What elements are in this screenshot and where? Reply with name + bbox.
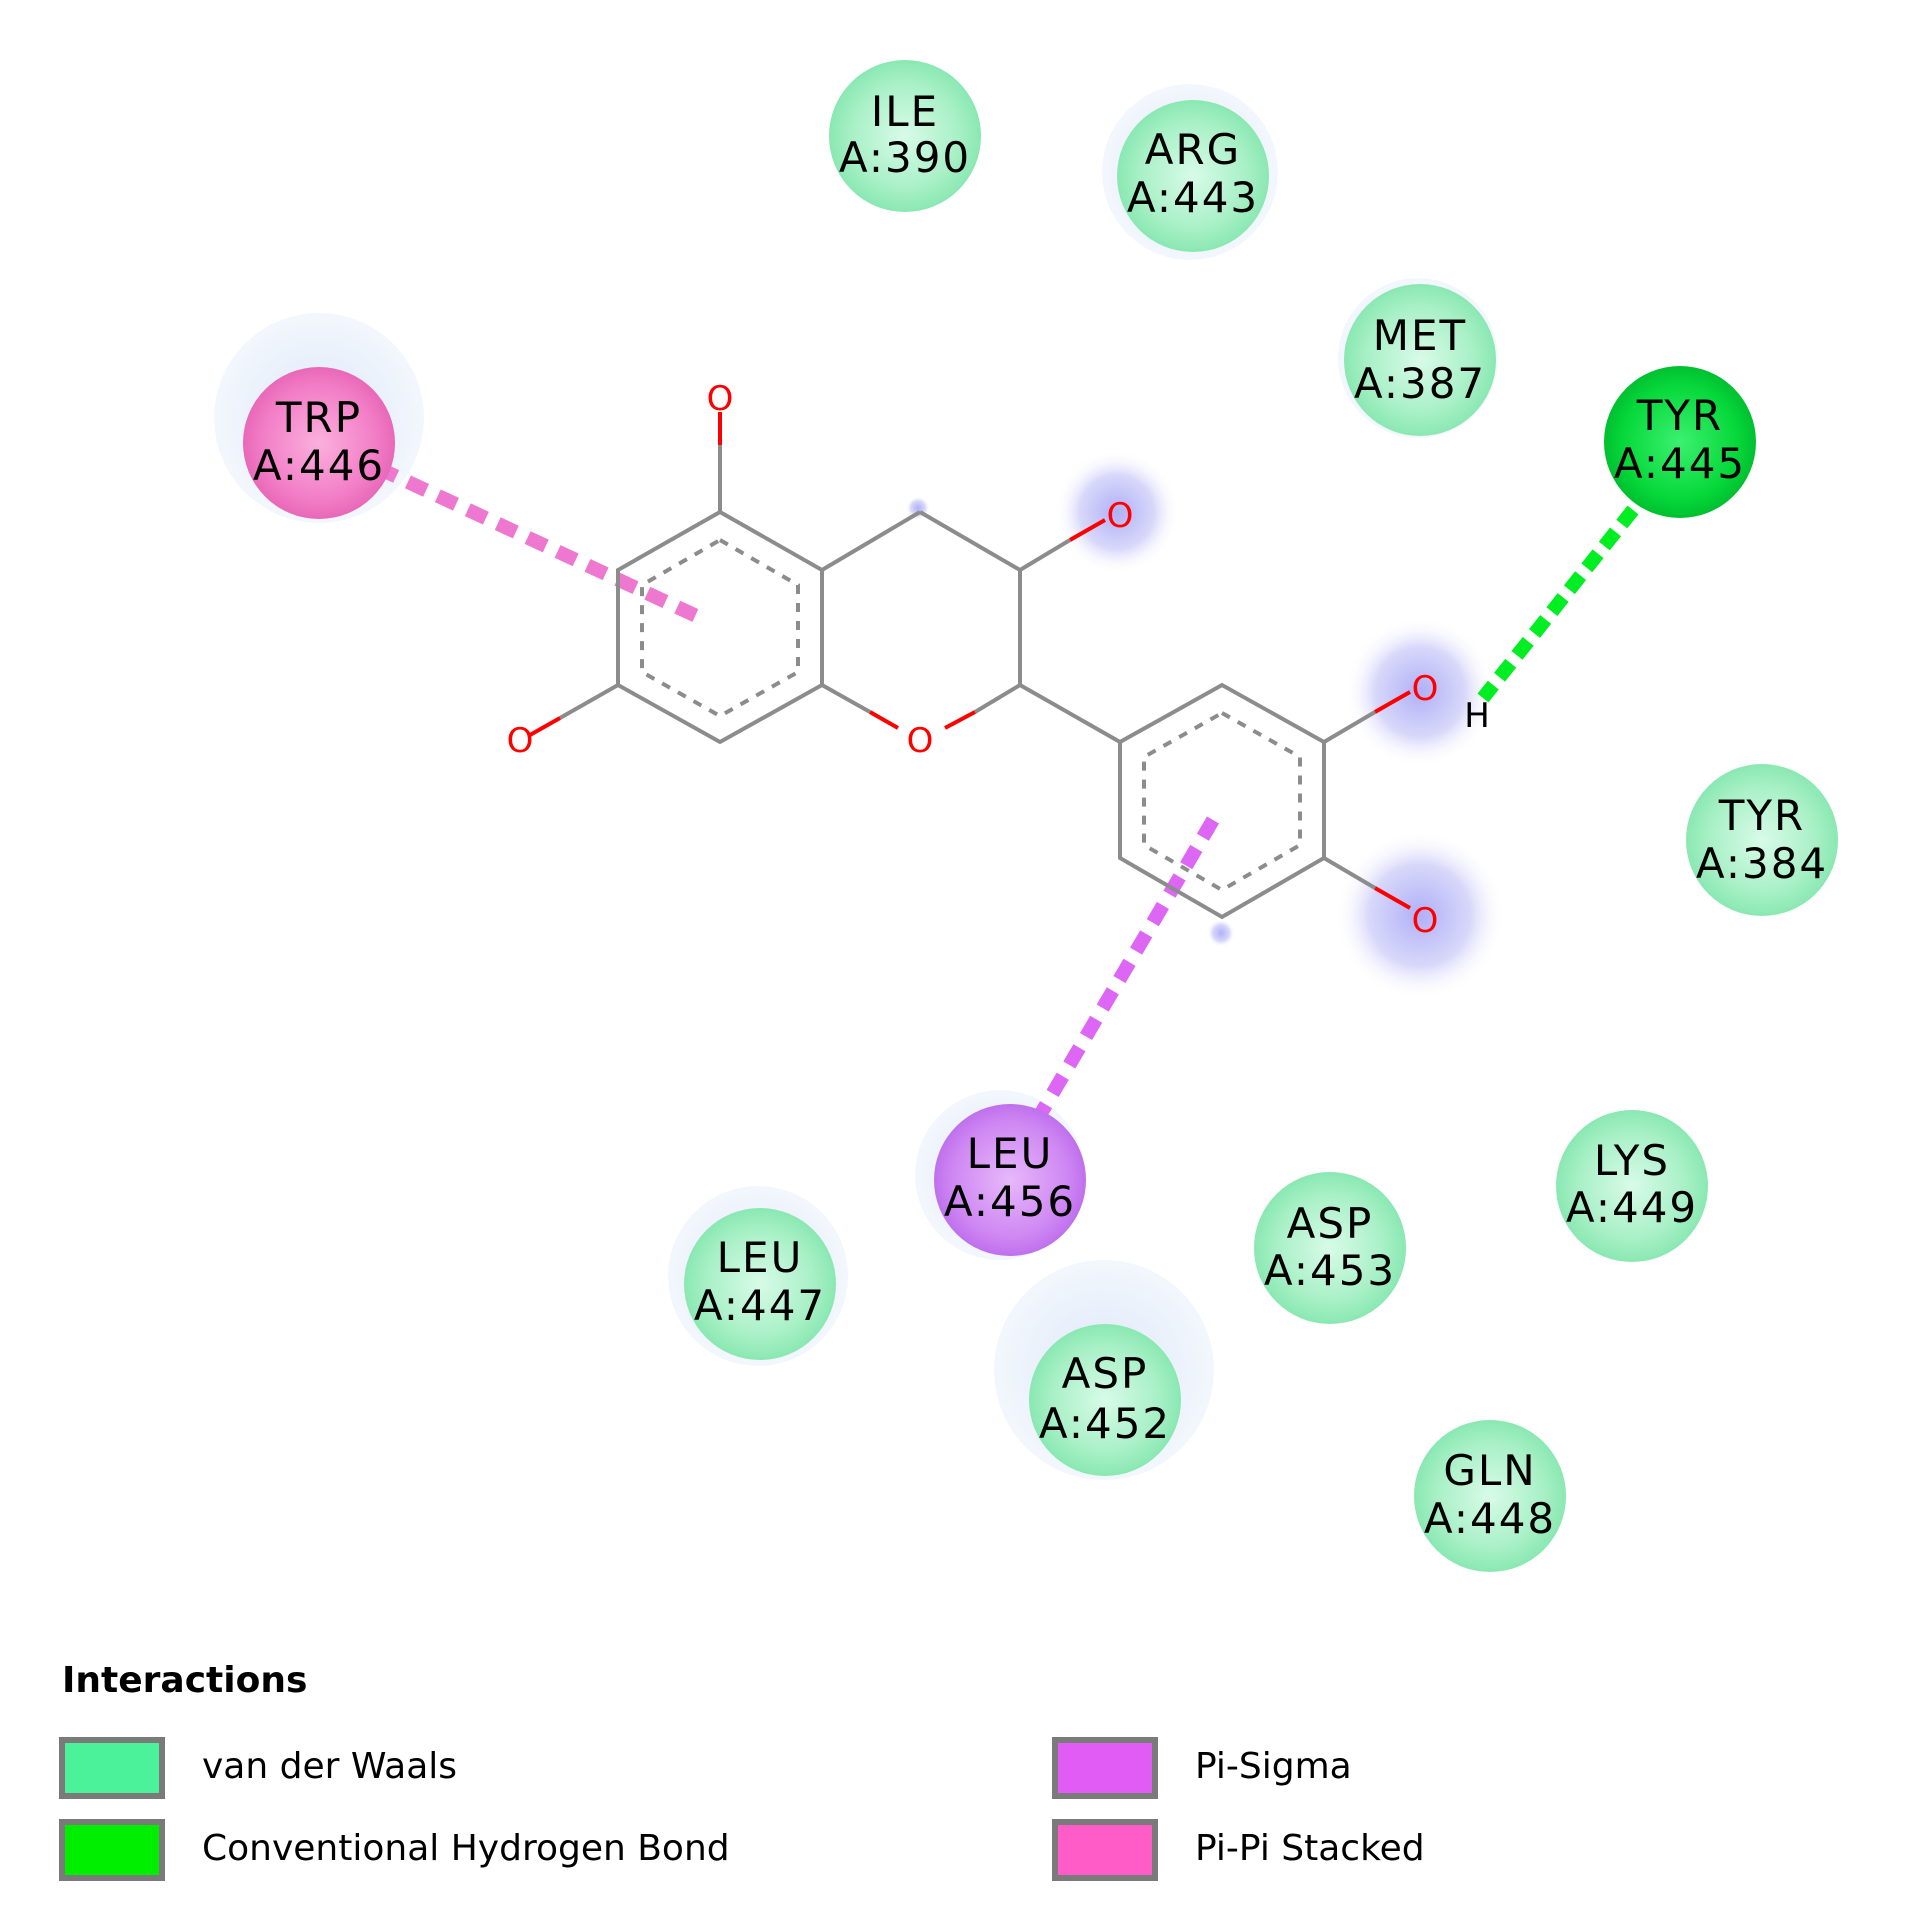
residue-met-387: MET A:387 [1344,284,1496,436]
svg-text:van der Waals: van der Waals [202,1746,457,1787]
residue-asp-452: ASP A:452 [1029,1324,1181,1476]
svg-text:TYR: TYR [1718,791,1806,840]
residue-leu-456: LEU A:456 [934,1104,1086,1256]
residue-tyr-445: TYR A:445 [1604,366,1756,518]
residue-discs: ILE A:390 ARG A:443 MET A:387 TYR A:445 … [243,60,1838,1572]
legend-item-vdw: van der Waals [59,1737,457,1799]
oxygen-bonds [529,412,1411,910]
svg-text:TRP: TRP [275,393,362,442]
svg-text:Conventional Hydrogen Bond: Conventional Hydrogen Bond [202,1828,730,1869]
svg-text:A:448: A:448 [1424,1494,1556,1543]
residue-asp-453: ASP A:453 [1254,1172,1406,1324]
svg-text:Pi-Pi Stacked: Pi-Pi Stacked [1195,1828,1425,1869]
hydrogen-atom: H [1464,696,1490,736]
svg-text:A:445: A:445 [1614,439,1746,488]
ligand-bonds [559,445,1377,920]
svg-text:ASP: ASP [1287,1199,1374,1248]
svg-text:ARG: ARG [1145,125,1241,174]
oxygen-atom: O [1107,496,1134,536]
pipi-stacked-line [375,461,708,627]
atom-labels: O O O O O O H [507,379,1490,941]
svg-text:A:456: A:456 [944,1177,1076,1226]
svg-text:A:447: A:447 [694,1281,826,1330]
legend-title: Interactions [62,1660,307,1701]
residue-arg-443: ARG A:443 [1117,100,1269,252]
hbond-line [1477,505,1639,703]
svg-text:LEU: LEU [967,1129,1054,1178]
legend-item-pisigma: Pi-Sigma [1052,1737,1352,1799]
legend-item-pipi: Pi-Pi Stacked [1052,1819,1425,1881]
svg-text:A:453: A:453 [1264,1246,1396,1295]
svg-text:A:452: A:452 [1039,1399,1171,1448]
svg-text:ASP: ASP [1062,1349,1149,1398]
aromatic-rings [640,537,1302,893]
svg-text:A:387: A:387 [1354,359,1486,408]
svg-text:MET: MET [1373,311,1467,360]
svg-text:LYS: LYS [1594,1136,1670,1185]
residue-lys-449: LYS A:449 [1556,1110,1708,1262]
residue-ile-390: ILE A:390 [829,60,981,212]
interaction-lines [375,461,1639,1119]
legend-item-hbond: Conventional Hydrogen Bond [59,1819,730,1881]
pi-sigma-line [1033,816,1220,1119]
svg-text:TYR: TYR [1636,391,1724,440]
legend: Interactions van der Waals Pi-Sigma Conv… [59,1660,1425,1881]
svg-text:GLN: GLN [1443,1446,1536,1495]
oxygen-atom: O [507,721,534,761]
oxygen-atom: O [1412,901,1439,941]
oxygen-atom: O [707,379,734,419]
svg-text:Pi-Sigma: Pi-Sigma [1195,1746,1352,1787]
residue-trp-446: TRP A:446 [243,367,395,519]
svg-text:A:443: A:443 [1127,173,1259,222]
oxygen-atom: O [1412,669,1439,709]
residue-tyr-384: TYR A:384 [1686,764,1838,916]
oxygen-atom: O [907,721,934,761]
svg-text:A:390: A:390 [839,133,971,182]
svg-text:A:449: A:449 [1566,1183,1698,1232]
svg-text:A:384: A:384 [1696,839,1828,888]
svg-text:A:446: A:446 [253,441,385,490]
residue-leu-447: LEU A:447 [684,1208,836,1360]
svg-text:LEU: LEU [717,1233,804,1282]
residue-gln-448: GLN A:448 [1414,1420,1566,1572]
svg-text:ILE: ILE [871,87,939,136]
atom-halos [906,450,1505,1000]
